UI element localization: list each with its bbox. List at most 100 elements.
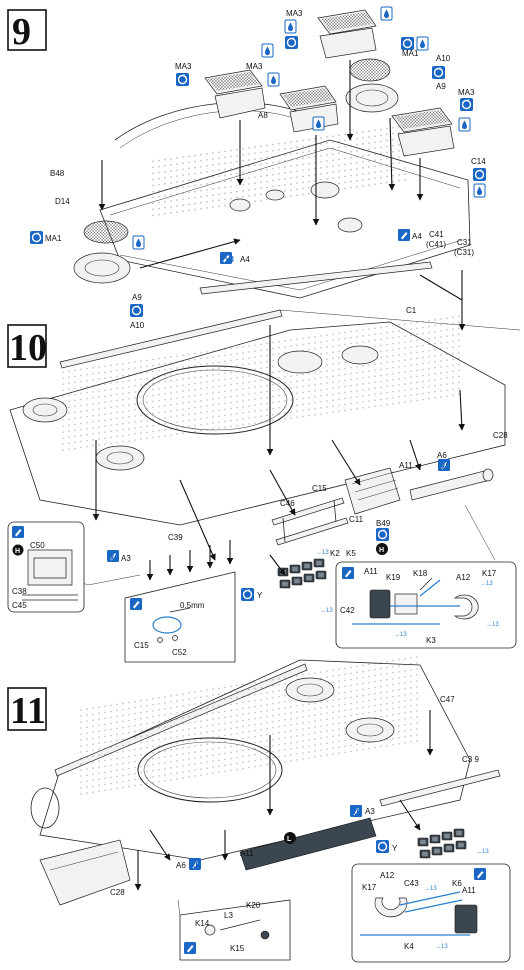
paint-drop-icon bbox=[132, 235, 145, 250]
label-dimension: 0.5mm bbox=[180, 601, 205, 610]
mirror-cw-icon bbox=[400, 36, 415, 51]
mirror-cw-icon bbox=[459, 97, 474, 112]
ref-label: →13 bbox=[424, 886, 437, 892]
label-a4: A4 bbox=[412, 232, 422, 241]
count-x6: x6 bbox=[110, 553, 119, 562]
label-c1: C1 bbox=[406, 306, 417, 315]
count-x6: x6 bbox=[352, 808, 361, 817]
cylinder-l bbox=[239, 817, 377, 871]
fan-cover-ma1-right bbox=[345, 58, 399, 113]
ref-label: →13 bbox=[435, 944, 448, 950]
label-c39: C39 bbox=[168, 533, 183, 542]
label-c15: C15 bbox=[134, 641, 149, 650]
label-ma3: MA3 bbox=[286, 9, 303, 18]
label-c28: C28 bbox=[493, 431, 508, 440]
glue-icon bbox=[12, 526, 24, 538]
step-9: 9 bbox=[7, 6, 487, 331]
label-k5: K5 bbox=[346, 549, 356, 558]
marker-h bbox=[376, 543, 388, 555]
label-c11: C11 bbox=[349, 515, 364, 524]
paint-drop-icon bbox=[380, 6, 393, 21]
marker-l bbox=[284, 832, 296, 844]
detail-box-exhaust bbox=[351, 863, 511, 963]
label-ma3: MA3 bbox=[458, 88, 475, 97]
label-a10: A10 bbox=[130, 321, 145, 330]
label-c47: C47 bbox=[440, 695, 455, 704]
detail-box-c50: H bbox=[7, 521, 85, 613]
fan-cover-ma1-left bbox=[73, 220, 131, 284]
paint-drop-icon bbox=[473, 183, 486, 198]
label-a11: A11 bbox=[462, 886, 476, 895]
engine-grill-ma3-c bbox=[317, 9, 377, 59]
paint-drop-icon bbox=[267, 72, 280, 87]
label-c52: C52 bbox=[172, 648, 187, 657]
label-y: Y bbox=[392, 844, 398, 853]
mirror-cw-icon bbox=[29, 230, 44, 245]
label-a11: A11 bbox=[240, 849, 254, 858]
label-a6: A6 bbox=[437, 451, 447, 460]
glue-icon bbox=[184, 942, 196, 954]
marker-l-label: L bbox=[287, 836, 292, 843]
step-number-box bbox=[7, 9, 47, 51]
label-a12: A12 bbox=[456, 573, 471, 582]
label-k3: K3 bbox=[426, 636, 436, 645]
paint-drop-icon bbox=[261, 43, 274, 58]
label-y: Y bbox=[257, 591, 263, 600]
exhaust-a6 bbox=[409, 469, 491, 501]
mirror-cw-icon bbox=[240, 587, 255, 602]
label-a9: A9 bbox=[132, 293, 142, 302]
part-c1 bbox=[199, 261, 433, 295]
label-c46: C46 bbox=[280, 499, 295, 508]
glue-icon bbox=[130, 598, 142, 610]
ref-label: →13 bbox=[486, 622, 499, 628]
label-k18: K18 bbox=[413, 569, 428, 578]
label-a11: A11 bbox=[364, 567, 378, 576]
turret-ring bbox=[136, 365, 294, 435]
label-k20: K20 bbox=[246, 901, 261, 910]
label-c45: C45 bbox=[12, 601, 27, 610]
glue-icon bbox=[474, 868, 486, 880]
label-a12: A12 bbox=[380, 871, 395, 880]
label-a11: A11 bbox=[399, 461, 413, 470]
paint-drop-icon bbox=[284, 19, 297, 34]
label-c41: C41 bbox=[429, 230, 444, 239]
label-k17: K17 bbox=[362, 883, 377, 892]
mirror-cw-icon bbox=[431, 65, 446, 80]
label-a9: A9 bbox=[436, 82, 446, 91]
label-k14: K14 bbox=[195, 919, 210, 928]
ref-label: →13 bbox=[480, 581, 493, 587]
label-c15: C15 bbox=[312, 484, 327, 493]
label-b48: B48 bbox=[50, 169, 65, 178]
step-number: 11 bbox=[10, 690, 46, 732]
step-number-box bbox=[7, 324, 47, 368]
paint-drop-icon bbox=[416, 36, 429, 51]
label-b49: B49 bbox=[376, 519, 391, 528]
label-a8: A8 bbox=[258, 111, 268, 120]
label-k19: K19 bbox=[386, 573, 401, 582]
detail-box-exhaust bbox=[335, 561, 517, 649]
step-number-box bbox=[7, 687, 47, 731]
glue-icon bbox=[342, 567, 354, 579]
mirror-cw-icon bbox=[175, 72, 190, 87]
paint-drop-icon bbox=[312, 116, 325, 131]
label-c28: C28 bbox=[110, 888, 125, 897]
label-c41-alt: (C41) bbox=[426, 240, 446, 249]
mirror-cw-icon bbox=[375, 527, 390, 542]
count-x3: x3 bbox=[225, 255, 234, 264]
label-d14: D14 bbox=[55, 197, 70, 206]
label-ma3: MA3 bbox=[246, 62, 263, 71]
label-c14: C14 bbox=[471, 157, 486, 166]
ref-label: →13 bbox=[394, 632, 407, 638]
label-c50: C50 bbox=[30, 541, 45, 550]
engine-grill-ma3-d bbox=[391, 107, 455, 157]
label-a3: A3 bbox=[365, 807, 375, 816]
label-k17: K17 bbox=[482, 569, 497, 578]
step-number: 9 bbox=[12, 11, 31, 53]
side-rail bbox=[59, 309, 283, 369]
label-a3: A3 bbox=[121, 554, 131, 563]
count-x5: x5 bbox=[191, 861, 200, 870]
turret-ring bbox=[137, 737, 283, 803]
step-11: 11 bbox=[7, 653, 511, 963]
marker-h-label: H bbox=[379, 547, 384, 554]
